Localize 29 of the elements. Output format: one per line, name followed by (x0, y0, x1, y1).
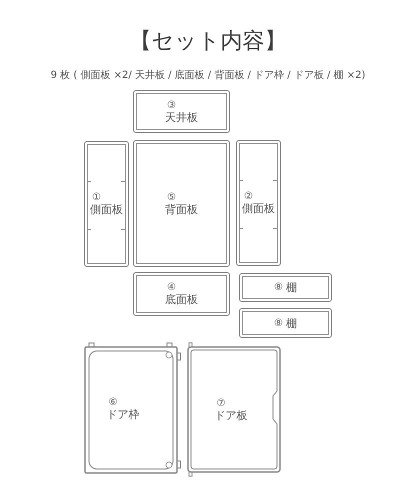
parts-list-text: 9 枚 ( 側面板 ×2/ 天井板 / 底面板 / 背面板 / ドア枠 / ドア板 / 棚 ×2) (50, 70, 366, 81)
part-number: ⑦ (216, 398, 226, 408)
part-number: ③ (166, 100, 176, 110)
part-name: 底面板 (165, 293, 198, 306)
part-number: ⑧ (274, 282, 283, 293)
shelf-panel (239, 308, 332, 338)
shelf-panel (239, 273, 332, 302)
part-name: 側面板 (242, 202, 275, 215)
part-name: 側面板 (90, 203, 123, 216)
door-frame (83, 342, 183, 476)
top-panel (133, 90, 230, 133)
part-name: 棚 (286, 281, 297, 294)
part-number: ⑤ (166, 192, 176, 202)
bottom-panel (133, 272, 230, 316)
part-number: ① (91, 192, 101, 203)
part-name: ドア板 (214, 408, 248, 422)
part-number: ⑧ (274, 318, 283, 328)
part-name: ドア枠 (106, 408, 140, 421)
door-panel (186, 342, 282, 477)
side-panel (236, 140, 281, 266)
part-name: 背面板 (165, 202, 198, 216)
part-number: ④ (166, 282, 176, 293)
part-number: ② (243, 191, 253, 202)
title: 【セット内容】 (130, 29, 286, 54)
part-number: ⑥ (108, 397, 118, 408)
part-name: 天井板 (165, 110, 198, 124)
part-name: 棚 (286, 316, 297, 330)
back-panel (133, 140, 230, 267)
side-panel (84, 141, 129, 267)
